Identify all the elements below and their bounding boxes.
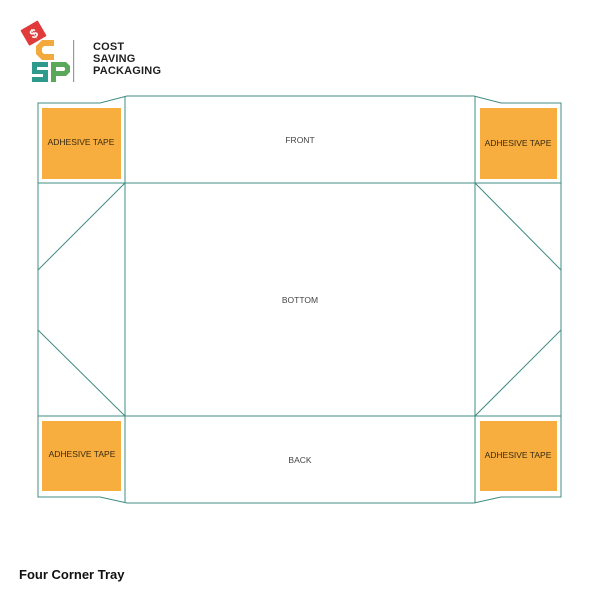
adhesive-tape-label-top-right: ADHESIVE TAPE xyxy=(485,138,552,148)
diagram-caption: Four Corner Tray xyxy=(19,567,125,582)
adhesive-tape-top-left xyxy=(42,108,121,179)
adhesive-tape-bottom-left xyxy=(42,421,121,491)
gusset-left-top xyxy=(37,182,126,271)
brand-name-line-2: SAVING xyxy=(93,53,136,65)
adhesive-tape-top-right xyxy=(480,108,557,179)
adhesive-tape-label-bottom-right: ADHESIVE TAPE xyxy=(485,450,552,460)
gusset-right-top xyxy=(474,182,562,271)
dieline-strokes xyxy=(37,95,562,504)
adhesive-tape-label-bottom-left: ADHESIVE TAPE xyxy=(49,449,116,459)
gusset-right-bottom xyxy=(474,329,562,417)
gusset-left-bottom xyxy=(37,329,126,417)
brand-name-line-1: COST xyxy=(93,41,125,53)
panel-label-back: BACK xyxy=(288,455,311,465)
adhesive-tape-label-top-left: ADHESIVE TAPE xyxy=(48,137,115,147)
panel-label-front: FRONT xyxy=(285,135,314,145)
adhesive-tape-bottom-right xyxy=(480,421,557,491)
outer-cut-line xyxy=(37,95,562,504)
panel-label-bottom: BOTTOM xyxy=(282,295,318,305)
cost-saving-packaging-logo-icon: $ xyxy=(20,20,75,82)
brand-logo: $ COST SAVING PACKAGING xyxy=(18,18,161,90)
brand-name-line-3: PACKAGING xyxy=(93,65,162,77)
